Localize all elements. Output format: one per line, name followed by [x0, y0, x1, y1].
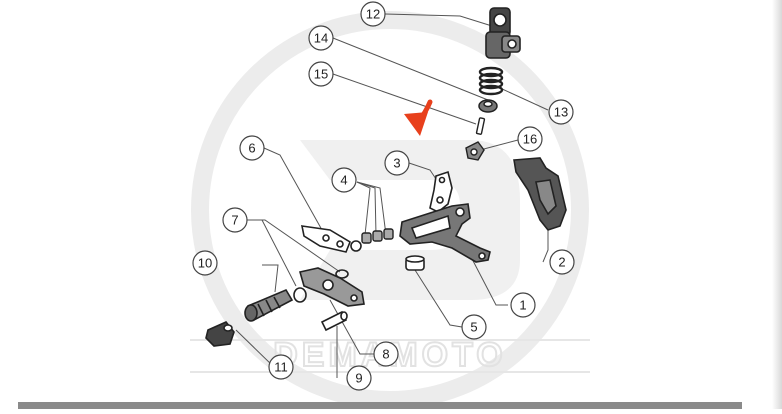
callout-circle	[346, 365, 372, 391]
bottom-scroll-bar	[18, 402, 742, 409]
callout-5: 5	[461, 314, 487, 340]
callout-circle	[222, 207, 248, 233]
callout-label: 4	[340, 173, 347, 188]
callout-circle	[510, 292, 536, 318]
callout-circle	[192, 250, 218, 276]
callout-circle	[360, 1, 386, 27]
callout-label: 6	[248, 141, 255, 156]
callout-circle	[308, 61, 334, 87]
callout-3: 3	[384, 150, 410, 176]
callout-label: 9	[355, 371, 362, 386]
callout-label: 13	[554, 105, 568, 120]
callout-label: 11	[274, 360, 288, 375]
callout-15: 15	[308, 61, 334, 87]
callout-circle	[373, 341, 399, 367]
callout-12: 12	[360, 1, 386, 27]
callout-4: 4	[331, 167, 357, 193]
callout-label: 16	[523, 132, 537, 147]
part-6-heel-guard	[300, 225, 362, 253]
callout-8: 8	[373, 341, 399, 367]
part-10-shaft	[244, 288, 294, 322]
callout-label: 12	[366, 7, 380, 22]
callout-circle	[308, 25, 334, 51]
callout-label: 8	[382, 347, 389, 362]
part-12-master-cylinder	[485, 7, 521, 59]
part-4-spacers	[361, 228, 394, 244]
callout-circle	[239, 135, 265, 161]
callout-1: 1	[510, 292, 536, 318]
callout-14: 14	[308, 25, 334, 51]
callout-label: 10	[198, 256, 212, 271]
part-11-nut	[205, 321, 235, 347]
part-15-pin	[475, 117, 486, 135]
right-edge-shadow	[772, 0, 782, 409]
callout-label: 3	[393, 156, 400, 171]
callout-9: 9	[346, 365, 372, 391]
red-arrow-indicator	[404, 99, 433, 136]
part-13-spring	[478, 66, 504, 96]
callout-circle	[268, 354, 294, 380]
callout-2: 2	[549, 249, 575, 275]
callout-circle	[331, 167, 357, 193]
callout-label: 14	[314, 31, 328, 46]
callout-label: 15	[314, 67, 328, 82]
callout-10: 10	[192, 250, 218, 276]
part-14-washer	[478, 99, 498, 113]
part-9-bushing	[320, 310, 348, 332]
part-3-bracket	[429, 170, 453, 213]
callout-13: 13	[548, 99, 574, 125]
part-5-bushing	[405, 255, 425, 271]
callout-circle	[384, 150, 410, 176]
callout-circle	[461, 314, 487, 340]
part-8-linkage-plate	[298, 267, 365, 307]
callout-circle	[549, 249, 575, 275]
callout-circle	[517, 126, 543, 152]
callout-16: 16	[517, 126, 543, 152]
part-2-footpeg	[513, 157, 567, 231]
callout-label: 5	[470, 320, 477, 335]
callout-label: 7	[231, 213, 238, 228]
callout-6: 6	[239, 135, 265, 161]
callout-11: 11	[268, 354, 294, 380]
callout-7: 7	[222, 207, 248, 233]
callout-circle	[548, 99, 574, 125]
part-16-clevis	[465, 141, 485, 161]
part-1-brake-lever	[399, 203, 491, 263]
callout-label: 2	[558, 255, 565, 270]
callout-label: 1	[519, 298, 526, 313]
part-7-o-ring	[293, 287, 307, 303]
